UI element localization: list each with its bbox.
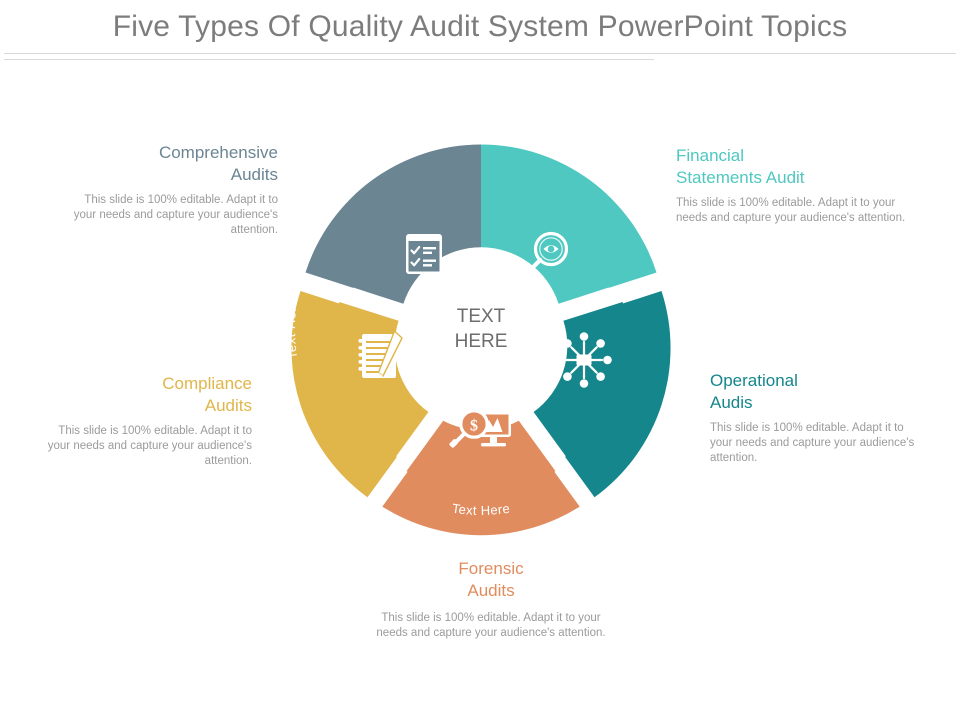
checklist-clipboard-icon xyxy=(406,234,442,274)
heading-comprehensive: Comprehensive Audits xyxy=(158,143,278,184)
label-block-financial: Financial Statements Audit This slide is… xyxy=(676,145,906,226)
body-financial: This slide is 100% editable. Adapt it to… xyxy=(676,197,906,224)
label-block-operational: Operational Audis This slide is 100% edi… xyxy=(710,370,922,466)
heading-financial: Financial Statements Audit xyxy=(676,146,805,187)
label-block-comprehensive: Comprehensive Audits This slide is 100% … xyxy=(60,142,278,238)
title-divider-long xyxy=(4,53,956,54)
inner-segment-forensic[interactable] xyxy=(406,420,556,492)
page-title: Five Types Of Quality Audit System Power… xyxy=(112,10,848,43)
heading-compliance: Compliance Audits xyxy=(162,374,252,415)
notepad-pen-icon xyxy=(358,329,403,378)
audit-types-donut-diagram: Text Here Text Here Text Here Text Here … xyxy=(262,110,700,548)
center-disc xyxy=(418,266,544,392)
heading-operational: Operational Audis xyxy=(710,371,798,412)
body-compliance: This slide is 100% editable. Adapt it to… xyxy=(47,425,252,467)
magnifier-dollar-monitor-icon: $ xyxy=(449,409,511,448)
body-operational: This slide is 100% editable. Adapt it to… xyxy=(710,422,915,464)
inner-segment-compliance[interactable] xyxy=(332,302,429,463)
ring-label-forensic: Text Here xyxy=(451,501,511,518)
heading-forensic: Forensic Audits xyxy=(458,559,524,600)
ring-label-compliance: Text Here xyxy=(283,298,300,360)
magnifier-eye-icon xyxy=(523,231,569,276)
label-block-compliance: Compliance Audits This slide is 100% edi… xyxy=(38,373,252,469)
svg-text:$: $ xyxy=(470,418,478,435)
label-block-forensic: Forensic Audits This slide is 100% edita… xyxy=(365,558,617,641)
body-comprehensive: This slide is 100% editable. Adapt it to… xyxy=(73,194,278,236)
inner-segment-financial[interactable] xyxy=(481,185,618,304)
outer-segment-forensic[interactable] xyxy=(382,466,580,536)
network-hub-icon xyxy=(556,332,612,388)
body-forensic: This slide is 100% editable. Adapt it to… xyxy=(376,612,606,639)
title-divider-short xyxy=(4,59,654,60)
